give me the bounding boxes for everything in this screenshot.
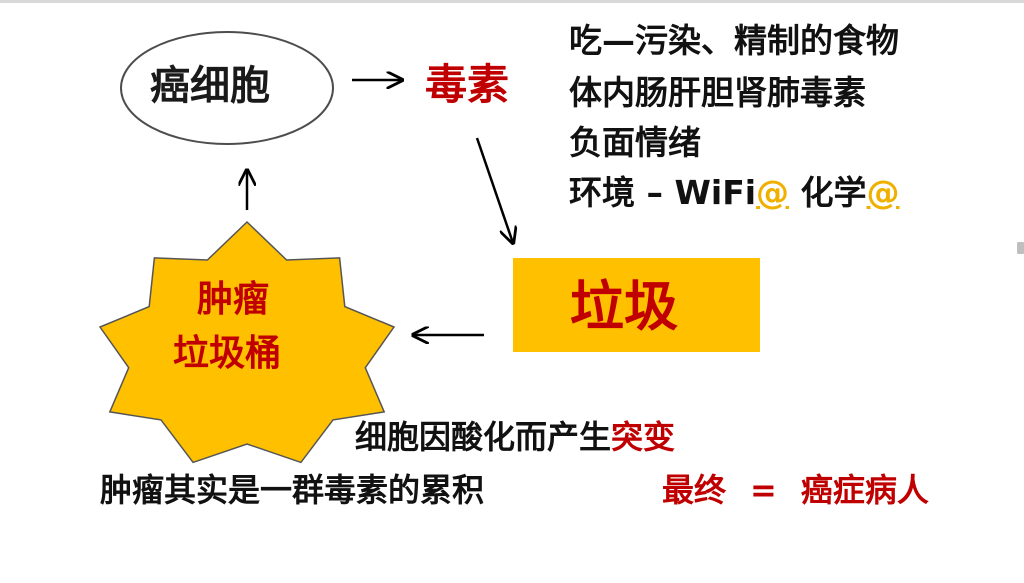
edge-marker [1017, 242, 1024, 254]
toxin-source-food: 吃—污染、精制的食物 [569, 21, 899, 60]
toxin-source-organs: 体内肠肝胆肾肺毒素 [569, 73, 866, 112]
chemical-at-symbol: @ [866, 173, 900, 212]
statement-mutation-prefix: 细胞因酸化而产生 [355, 418, 612, 456]
tumor-label-line1: 肿瘤 [197, 279, 270, 320]
garbage-label: 垃圾 [570, 275, 678, 338]
cancer-cell-label: 癌细胞 [150, 63, 270, 109]
statement-accumulation: 肿瘤其实是一群毒素的累积 [100, 471, 485, 509]
cancer-cell-ellipse [120, 31, 334, 145]
result-left: 最终 [662, 471, 727, 509]
statement-result: 最终 = 癌症病人 [662, 474, 929, 506]
toxins-label: 毒素 [425, 60, 510, 109]
toxin-source-emotions: 负面情绪 [569, 123, 701, 162]
garbage-box [513, 258, 760, 352]
statement-mutation: 细胞因酸化而产生突变 [355, 421, 675, 453]
environment-label: 环境 – WiFi [569, 173, 757, 212]
result-equals: = [750, 471, 777, 509]
statement-mutation-highlight: 突变 [611, 418, 676, 456]
wifi-at-symbol: @ [756, 173, 790, 212]
top-divider [0, 0, 1024, 3]
arrow-toxins-to-garbage [475, 137, 513, 243]
result-right: 癌症病人 [800, 471, 929, 509]
tumor-star [98, 220, 396, 464]
toxin-source-environment: 环境 – WiFi@ 化学@ [569, 176, 900, 209]
chemical-label: 化学 [789, 173, 867, 212]
tumor-label-line2: 垃圾桶 [173, 333, 282, 374]
